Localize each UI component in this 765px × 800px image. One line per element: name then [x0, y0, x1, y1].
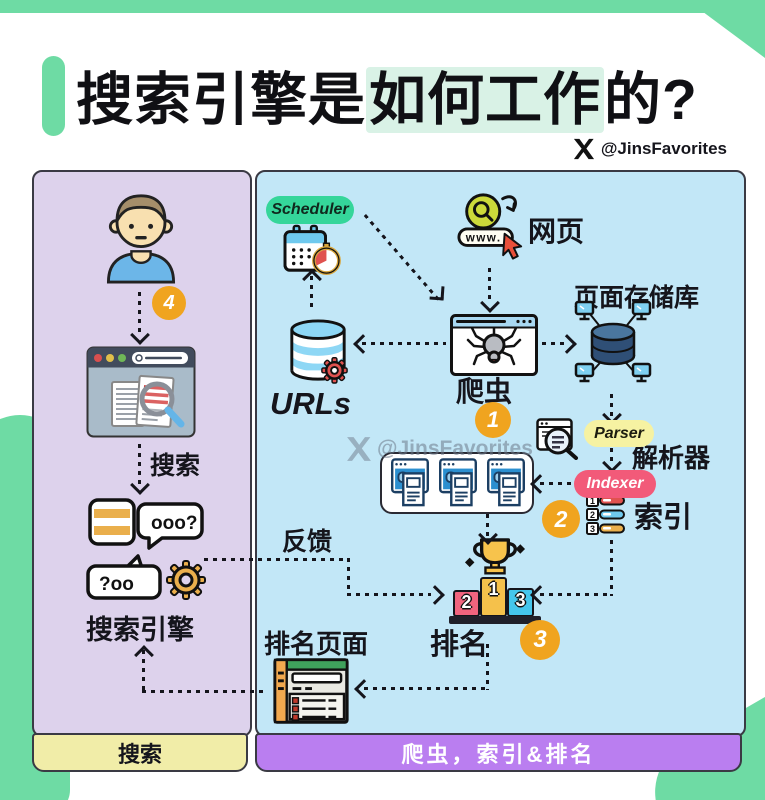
title-suffix: 的?: [604, 68, 698, 132]
arrow-pages-to-engine-v: [142, 650, 145, 692]
top-right-green-corner: [687, 0, 765, 58]
crawler-label: 爬虫: [456, 376, 513, 407]
step-2-badge: 2: [542, 500, 580, 538]
svg-text:3: 3: [590, 524, 595, 534]
watermark: @JinsFavorites: [346, 436, 533, 462]
search-footer-label: 搜索: [117, 741, 162, 767]
index-list-icon: 1 2 3: [586, 494, 626, 536]
title-highlight: 如何工作: [366, 67, 604, 133]
title-prefix: 搜索引擎是: [76, 68, 366, 132]
arrow-ranking-to-pages-h: [364, 687, 488, 690]
scheduler-tag: Scheduler: [266, 196, 354, 224]
indexed-page-icon: [390, 458, 430, 508]
search-step-label: 搜索: [150, 452, 201, 480]
arrow-webpage-to-crawler: [488, 268, 491, 304]
urls-label: URLs: [270, 386, 351, 421]
page-repository-icon: [568, 298, 658, 392]
arrow-pages-to-engine-h: [142, 690, 268, 693]
title-accent-bar: [42, 56, 65, 136]
feedback-line-2: [347, 558, 350, 596]
x-logo-icon: [573, 138, 595, 160]
indexer-tag: Indexer: [574, 470, 656, 498]
podium-third-place: 3: [507, 588, 534, 617]
ranked-pages-label: 排名页面: [264, 629, 369, 659]
podium-first-place: 1: [480, 577, 507, 617]
parser-label: 解析器: [632, 443, 711, 473]
arrow-crawler-to-urls: [362, 342, 446, 345]
arrow-index-to-ranking-h: [540, 593, 612, 596]
svg-text:www.: www.: [465, 232, 502, 245]
engine-gear-bubble-icon: ?oo: [86, 552, 210, 610]
arrowhead: [429, 285, 445, 301]
step-3-badge: 3: [520, 620, 560, 660]
search-footer: 搜索: [32, 733, 248, 772]
search-engine-label: 搜索引擎: [86, 615, 194, 645]
arrow-indexer-to-pages: [540, 482, 572, 485]
top-green-band: [0, 0, 765, 13]
feedback-label: 反馈: [282, 528, 333, 556]
indexed-pages-group: [380, 452, 534, 514]
arrow-browser-to-engine: [138, 444, 141, 486]
podium-second-place: 2: [453, 590, 480, 617]
watermark-text: @JinsFavorites: [377, 437, 533, 460]
query-bubbles-icon: ooo?: [88, 498, 206, 550]
indexed-page-icon: [438, 458, 478, 508]
step-1-badge: 1: [475, 402, 511, 438]
svg-text:2: 2: [590, 510, 595, 520]
ranking-label: 排名: [430, 629, 489, 661]
arrow-ranking-to-pages-v: [486, 644, 489, 690]
webpage-label: 网页: [528, 216, 585, 247]
arrow-crawler-to-repo: [542, 342, 568, 345]
crawl-index-rank-footer: 爬虫，索引&排名: [255, 733, 742, 772]
crawler-icon: [450, 314, 538, 376]
page-title: 搜索引擎是如何工作的?: [76, 54, 698, 136]
arrow-urls-to-scheduler: [310, 276, 313, 312]
author-handle: @JinsFavorites: [573, 138, 727, 160]
arrow-repo-to-parser: [610, 394, 613, 416]
feedback-line-1: [204, 558, 350, 561]
browser-search-icon: [86, 346, 196, 438]
x-logo-icon: [346, 436, 372, 462]
index-label: 索引: [634, 502, 693, 534]
svg-text:?oo: ?oo: [99, 574, 134, 595]
arrow-index-to-ranking-v: [610, 540, 613, 596]
parser-tag: Parser: [584, 420, 654, 447]
svg-text:1: 1: [590, 496, 595, 506]
ranked-pages-icon: [272, 658, 350, 724]
step-4-badge: 4: [152, 286, 186, 320]
arrow-parser-to-indexer: [610, 448, 613, 464]
user-icon: [95, 188, 187, 284]
podium-base: [449, 616, 541, 624]
urls-database-icon: [286, 316, 350, 386]
svg-text:ooo?: ooo?: [151, 513, 197, 534]
arrow-pages-to-ranking: [486, 514, 489, 536]
author-handle-text: @JinsFavorites: [600, 139, 727, 158]
indexed-page-icon: [486, 458, 526, 508]
feedback-line-3: [347, 593, 431, 596]
trophy-icon: [463, 538, 527, 580]
parser-icon: [536, 418, 582, 460]
arrow-user-to-browser: [138, 292, 141, 336]
scheduler-icon: [282, 224, 342, 276]
webpage-icon: www.: [456, 190, 526, 262]
crawl-index-rank-footer-label: 爬虫，索引&排名: [401, 741, 596, 767]
